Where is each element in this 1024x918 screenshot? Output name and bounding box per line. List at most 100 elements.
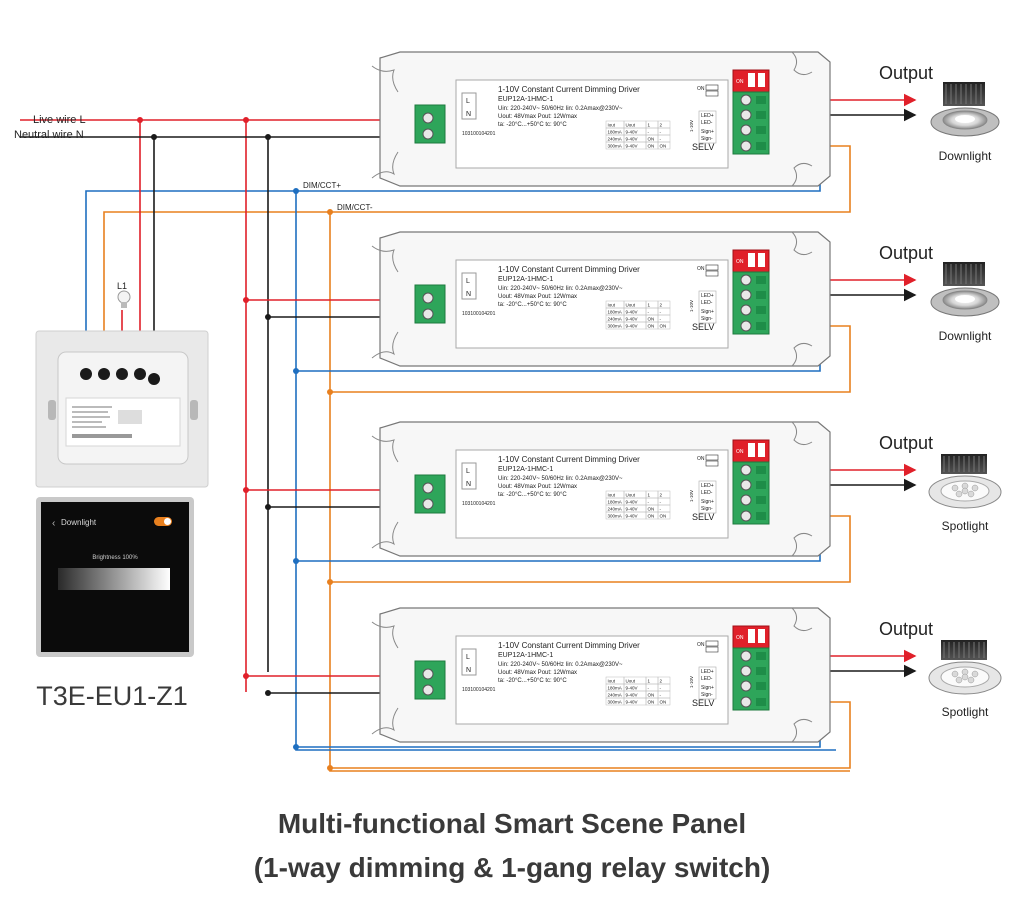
- terminal-slot: [756, 652, 766, 660]
- terminal-screw: [422, 308, 434, 320]
- led-chip: [967, 490, 975, 498]
- table-text: Iout: [608, 679, 616, 684]
- driver-spec3: ta: -20°C...+50°C tc: 90°C: [498, 122, 567, 128]
- driver-2: LN1-10V Constant Current Dimming DriverE…: [371, 231, 831, 367]
- junction: [327, 579, 333, 585]
- output-caption: Downlight: [939, 149, 992, 163]
- junction: [137, 117, 143, 123]
- table-text: Iout: [608, 493, 616, 498]
- terminal-screw: [422, 482, 434, 494]
- table-cell: [657, 511, 671, 520]
- brightness-slider[interactable]: [58, 568, 170, 590]
- driver-label-area: [455, 79, 729, 169]
- driver-in-n: N: [466, 481, 471, 488]
- table-text: 300mA: [608, 144, 622, 149]
- terminal-screw: [740, 680, 752, 692]
- lamp-l1-label: L1: [117, 281, 127, 291]
- table-text: -: [648, 130, 650, 135]
- table-text: -: [660, 310, 662, 315]
- ln-box: [461, 648, 477, 676]
- table-text: ON: [648, 507, 655, 512]
- terminal-screw: [422, 112, 434, 124]
- mount-tab: [791, 718, 813, 743]
- terminal-screw: [740, 304, 752, 316]
- back-chevron-icon: ‹: [52, 518, 55, 529]
- junction: [327, 765, 333, 771]
- driver-serial: 103100104201: [462, 131, 496, 137]
- output-caption: Downlight: [939, 329, 992, 343]
- driver-spec2: Uout: 48Vmax Pout: 12Wmax: [498, 114, 577, 120]
- led-chip: [967, 676, 975, 684]
- driver-out-neg: LED-: [701, 490, 713, 496]
- table-text: -: [660, 686, 662, 691]
- driver-out-neg: LED-: [701, 120, 713, 126]
- lens-center: [955, 295, 975, 303]
- terminal-screw: [740, 650, 752, 662]
- table-text: 240mA: [608, 693, 622, 698]
- driver-sig-label: 1-10V: [689, 676, 694, 688]
- driver-sig-pos: Sign+: [701, 129, 714, 135]
- table-text: 180mA: [608, 500, 622, 505]
- terminal-slot: [756, 667, 766, 675]
- dip-toggle: [758, 253, 765, 267]
- mount-tab: [791, 607, 813, 632]
- led-chip: [955, 490, 963, 498]
- table-text: 1: [648, 123, 651, 128]
- neutral-wire-label: Neutral wire N: [14, 129, 84, 141]
- driver-in-l: L: [466, 278, 470, 285]
- terminal-screw: [740, 109, 752, 121]
- terminal-slot: [756, 322, 766, 330]
- driver-sig-label: 1-10V: [689, 490, 694, 502]
- junction: [243, 297, 249, 303]
- lamps: OutputDownlightOutputDownlightOutputSpot…: [879, 63, 1002, 719]
- dip-module-on: ON: [736, 259, 744, 265]
- panel-back: [35, 330, 209, 488]
- table-text: 240mA: [608, 137, 622, 142]
- driver-spec3: ta: -20°C...+50°C tc: 90°C: [498, 302, 567, 308]
- driver-in-l: L: [466, 98, 470, 105]
- junction: [243, 673, 249, 679]
- terminal-slot: [756, 306, 766, 314]
- dip-switch: [705, 270, 719, 277]
- driver-spec1: Uin: 220-240V~ 50/60Hz Iin: 0.2Amax@230V…: [498, 476, 623, 482]
- table-text: 1: [648, 303, 651, 308]
- dip-switch: [705, 460, 719, 467]
- table-text: 9-40V: [626, 144, 638, 149]
- screen-title: Downlight: [61, 518, 97, 527]
- dip-toggle: [748, 629, 755, 643]
- terminal-slot: [756, 142, 766, 150]
- table-text: 9-40V: [626, 686, 638, 691]
- table-text: 2: [660, 493, 663, 498]
- junction: [265, 314, 271, 320]
- dip-switch: [705, 90, 719, 97]
- junction: [293, 558, 299, 564]
- dip-toggle: [758, 443, 765, 457]
- table-text: 9-40V: [626, 317, 638, 322]
- table-text: Iout: [608, 303, 616, 308]
- driver-out-neg: LED-: [701, 676, 713, 682]
- panel-front: ‹ Downlight Brightness 100%: [36, 497, 194, 657]
- mount-tab: [371, 621, 399, 649]
- dip-toggle: [758, 73, 765, 87]
- dim-neg-label: DIM/CCT-: [337, 203, 373, 212]
- dip-module-on: ON: [736, 79, 744, 85]
- brightness-label: Brightness 100%: [92, 555, 138, 561]
- driver-sig-neg: Sign-: [701, 136, 713, 142]
- table-text: 180mA: [608, 310, 622, 315]
- driver-out-pos: LED+: [701, 293, 714, 299]
- terminal-slot: [756, 466, 766, 474]
- driver-4: LN1-10V Constant Current Dimming DriverE…: [371, 607, 831, 743]
- table-text: -: [660, 137, 662, 142]
- terminal-slot: [756, 276, 766, 284]
- dip-toggle: [748, 443, 755, 457]
- terminal-slot: [756, 96, 766, 104]
- driver-spec3: ta: -20°C...+50°C tc: 90°C: [498, 678, 567, 684]
- table-text: 2: [660, 123, 663, 128]
- output-heading: Output: [879, 63, 933, 83]
- title-line-1: Multi-functional Smart Scene Panel: [277, 808, 747, 839]
- toggle-switch[interactable]: [154, 517, 172, 526]
- table-text: ON: [660, 514, 667, 519]
- driver-model: EUP12A-1HMC-1: [498, 96, 553, 103]
- table-text: Iout: [608, 123, 616, 128]
